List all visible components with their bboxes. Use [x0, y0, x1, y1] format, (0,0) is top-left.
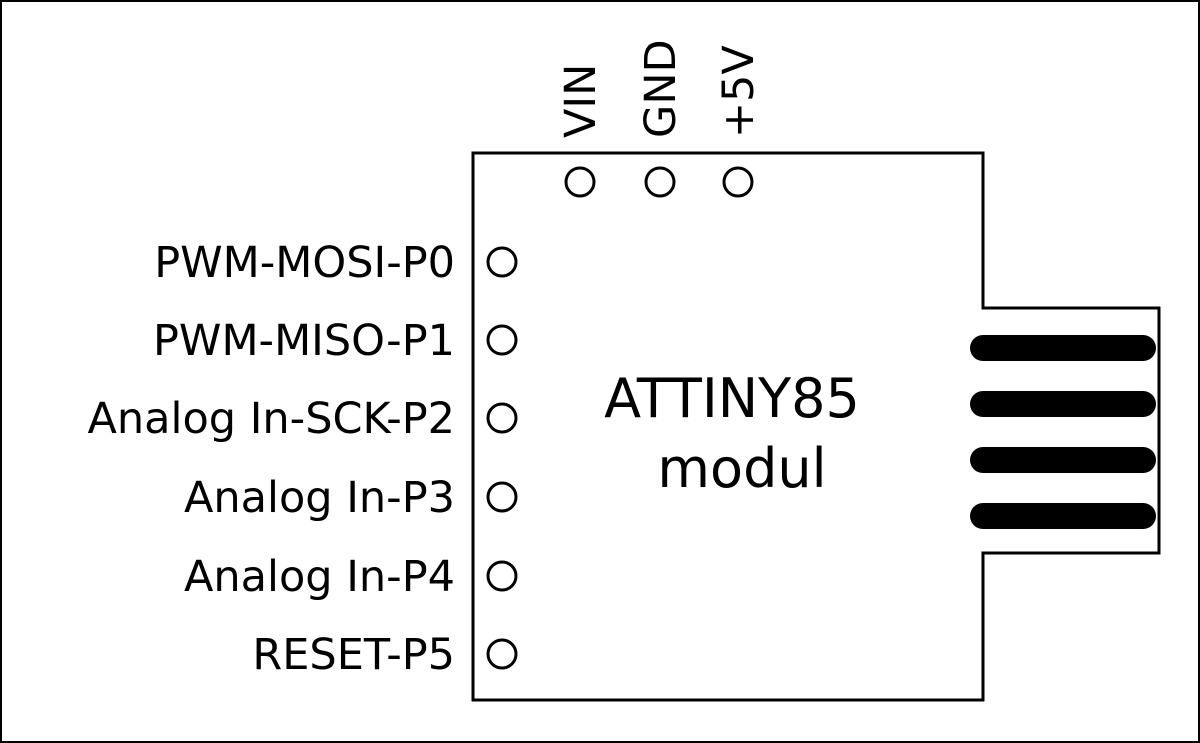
pin-label-5v: +5V — [714, 45, 764, 138]
pin-pad-p4 — [486, 560, 518, 592]
module-title: ATTINY85 — [604, 367, 860, 430]
pin-label-p4: Analog In-P4 — [184, 552, 455, 602]
pin-pad-5v — [722, 166, 754, 198]
pin-label-p5: RESET-P5 — [252, 630, 455, 680]
pin-label-p0: PWM-MOSI-P0 — [154, 238, 455, 288]
pin-label-p2: Analog In-SCK-P2 — [88, 394, 456, 444]
module-subtitle: modul — [657, 437, 826, 500]
pin-label-p3: Analog In-P3 — [184, 473, 455, 523]
pin-pad-p1 — [486, 324, 518, 356]
left-pin-header: PWM-MOSI-P0 PWM-MISO-P1 Analog In-SCK-P2… — [88, 238, 518, 680]
top-pin-header: VIN GND +5V — [556, 39, 764, 198]
pin-label-gnd: GND — [636, 39, 686, 138]
pin-pad-p2 — [486, 402, 518, 434]
pin-pad-p5 — [486, 638, 518, 670]
module-board-outline — [471, 151, 1161, 702]
pin-pad-p0 — [486, 246, 518, 278]
pin-pad-vin — [564, 166, 596, 198]
pin-label-vin: VIN — [556, 64, 606, 138]
pin-pad-p3 — [486, 481, 518, 513]
pin-label-p1: PWM-MISO-P1 — [153, 316, 455, 366]
usb-connector — [970, 335, 1156, 529]
pin-pad-gnd — [644, 166, 676, 198]
